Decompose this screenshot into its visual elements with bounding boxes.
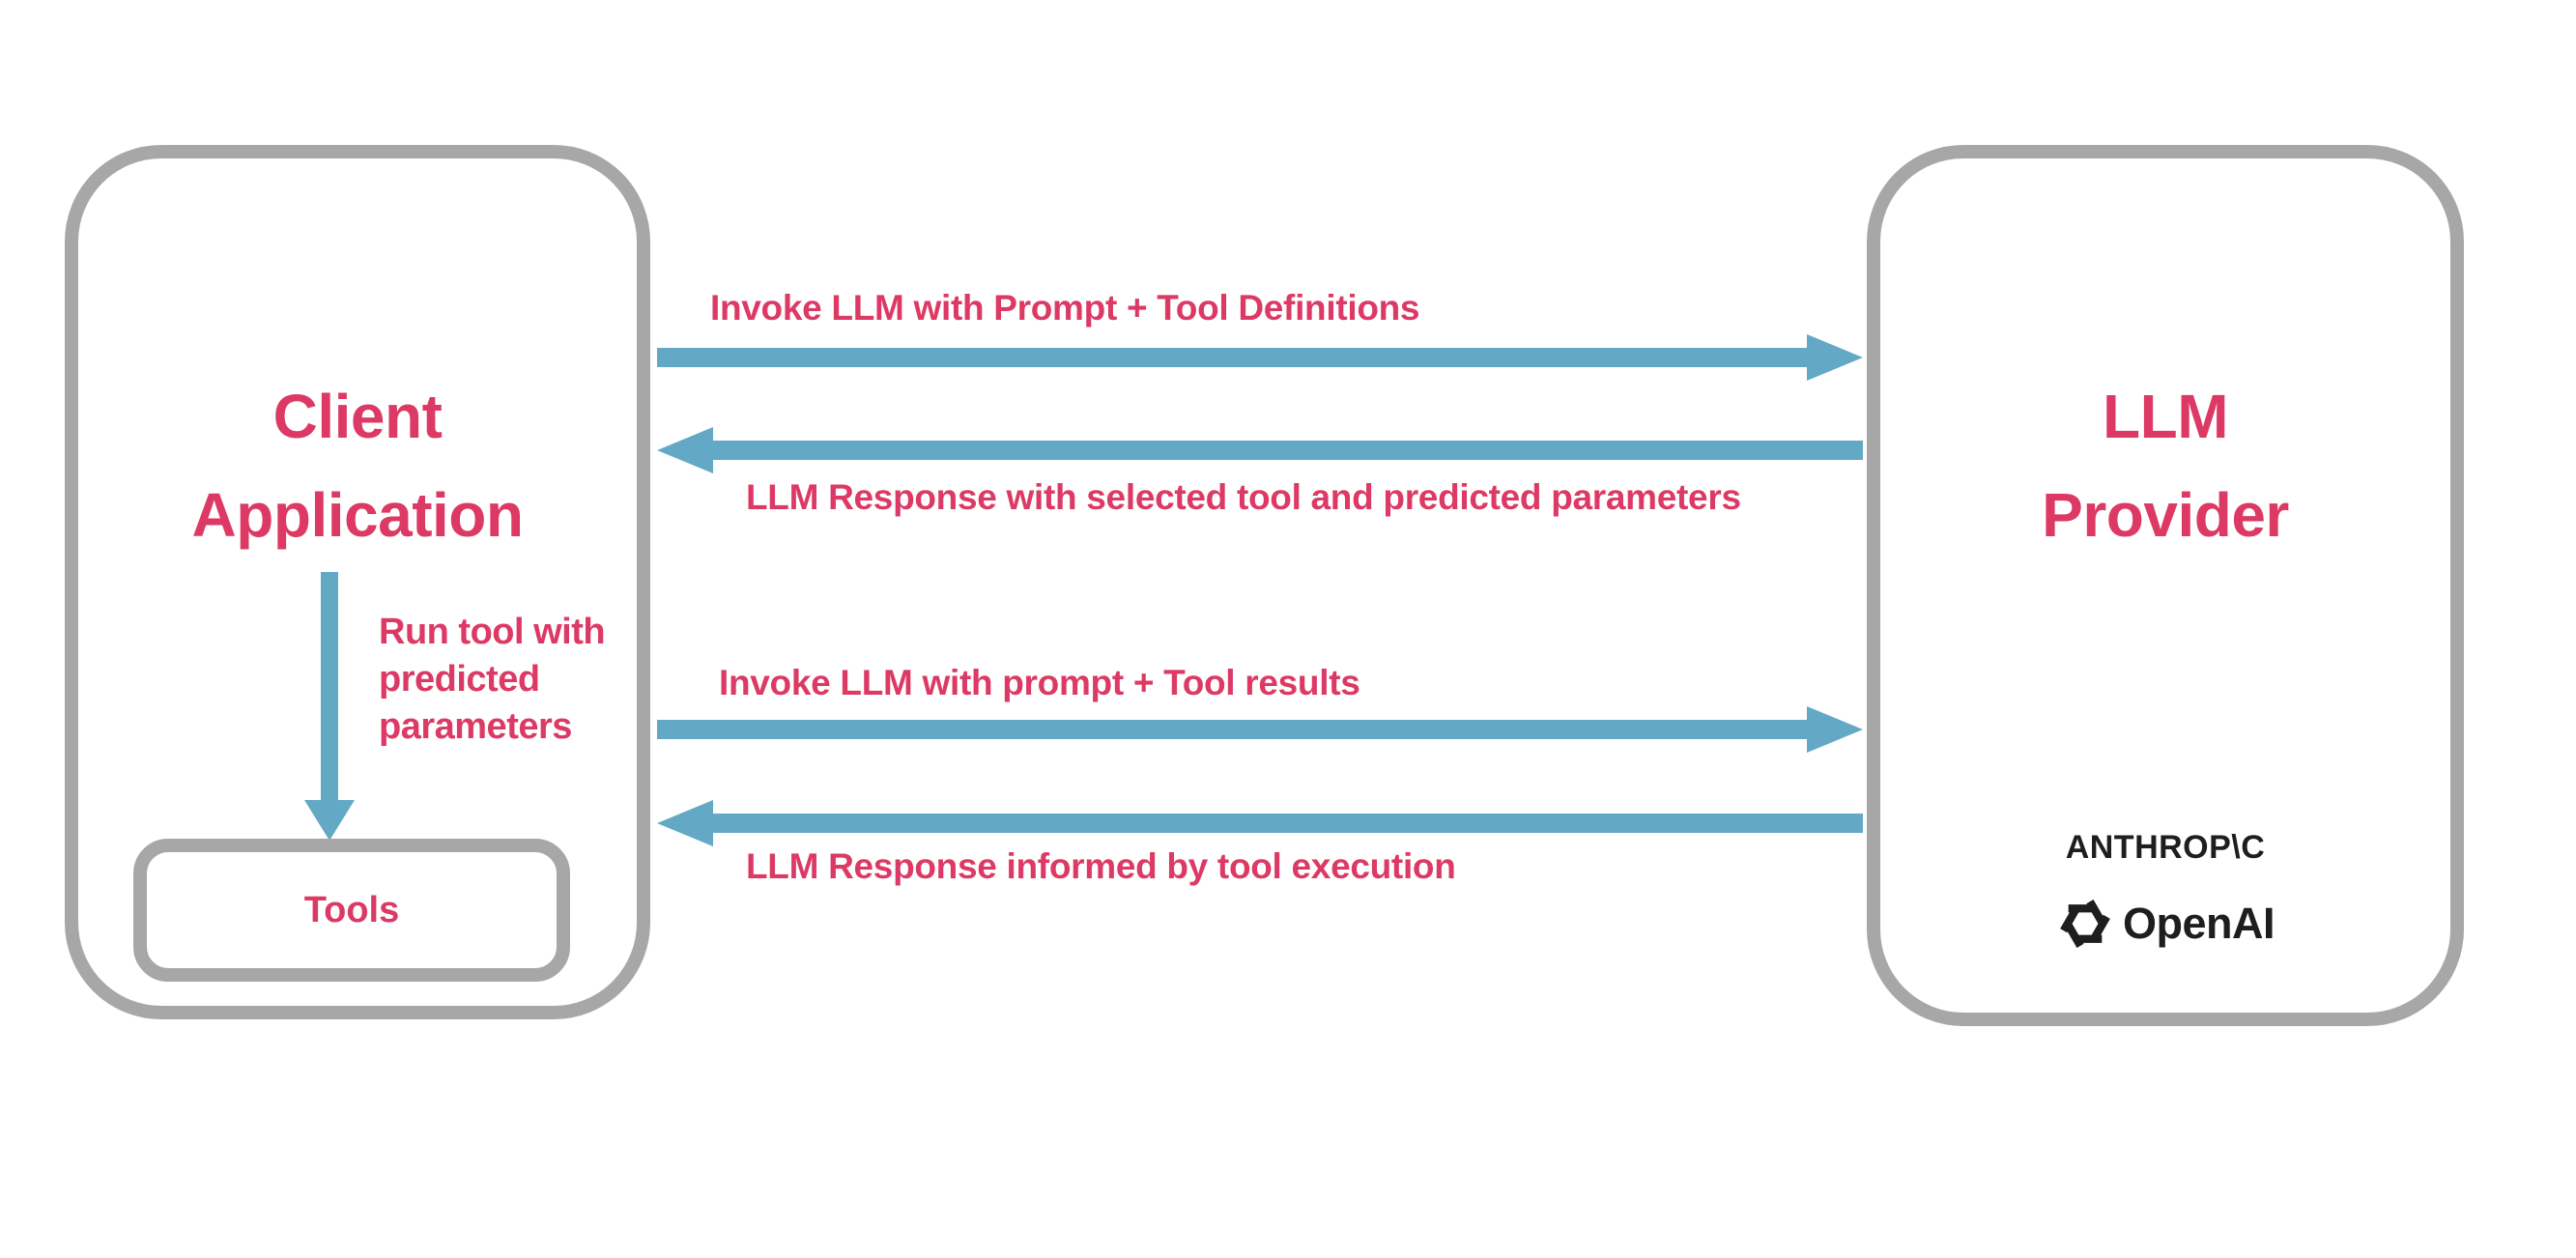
message-1-arrow-right-head (1807, 334, 1863, 381)
run-tool-label-line3: parameters (379, 706, 572, 747)
client-title-line1: Client (272, 382, 443, 451)
run-tool-arrow-shaft (321, 572, 338, 800)
tools-box: Tools (133, 839, 570, 982)
message-1-arrow-shaft (657, 348, 1807, 367)
client-application-box: Client Application Run tool with predict… (65, 145, 650, 1019)
message-4-arrow-shaft (713, 814, 1863, 833)
openai-icon (2060, 900, 2110, 948)
tools-label: Tools (303, 889, 400, 930)
openai-logo-text: OpenAI (2122, 899, 2275, 948)
message-4-arrow-left-head (657, 800, 713, 846)
message-2-label: LLM Response with selected tool and pred… (746, 477, 1741, 517)
run-tool-label-line2: predicted (379, 659, 540, 700)
client-title-line2: Application (191, 480, 524, 550)
message-2-arrow-shaft (713, 441, 1863, 460)
client-application-title: Client Application (78, 367, 637, 564)
run-tool-label-line1: Run tool with (379, 612, 606, 652)
message-1-label: Invoke LLM with Prompt + Tool Definition… (710, 288, 1420, 328)
llm-provider-box: LLM Provider ANTHROP\C OpenAI (1867, 145, 2464, 1026)
llm-provider-title: LLM Provider (1880, 367, 2450, 564)
message-3-label: Invoke LLM with prompt + Tool results (719, 663, 1360, 702)
provider-title-line1: LLM (2103, 382, 2229, 451)
message-2-arrow-left-head (657, 427, 713, 473)
message-4-label: LLM Response informed by tool execution (746, 846, 1456, 886)
provider-title-line2: Provider (2042, 480, 2289, 550)
anthropic-logo: ANTHROP\C (2065, 829, 2266, 866)
message-3-arrow-shaft (657, 720, 1807, 739)
message-3-arrow-right-head (1807, 706, 1863, 753)
openai-logo: OpenAI (1880, 895, 2450, 953)
run-tool-arrow-head (304, 800, 355, 841)
run-tool-label: Run tool with predicted parameters (379, 609, 606, 751)
